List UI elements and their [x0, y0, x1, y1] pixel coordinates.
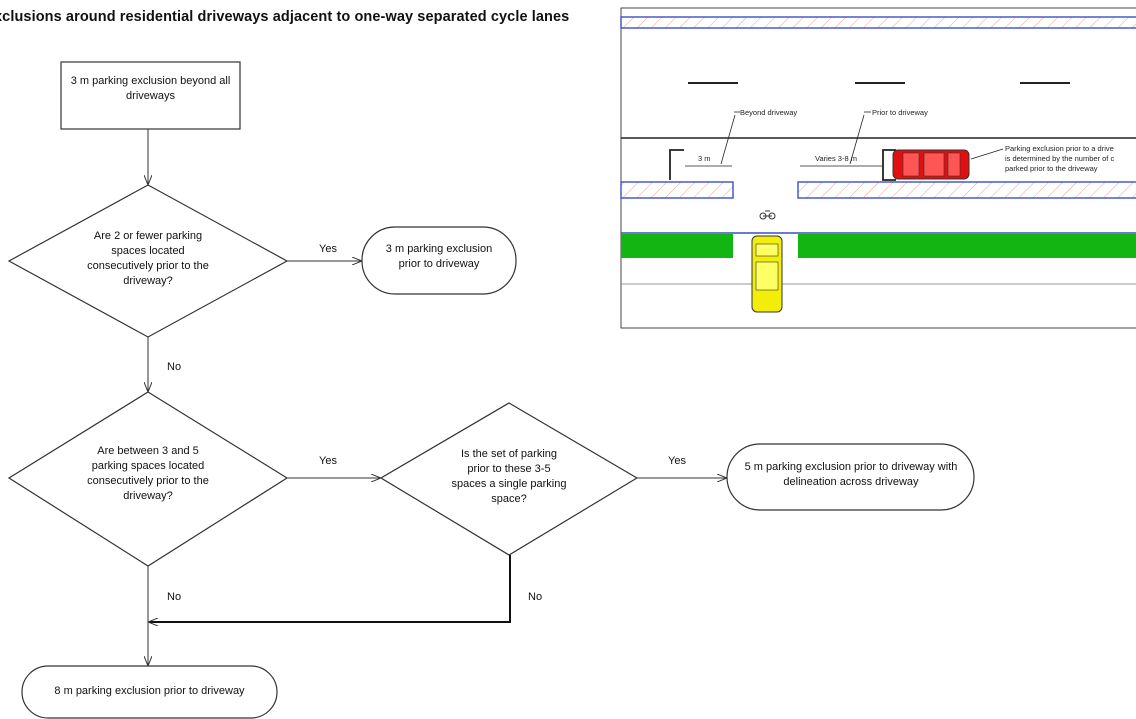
- note-line-1: Parking exclusion prior to a drive: [1005, 144, 1114, 153]
- bicycle-icon: [759, 210, 776, 220]
- road-diagram: Beyond driveway Prior to driveway 3 m Va…: [620, 7, 1136, 329]
- start-text: 3 m parking exclusion beyond all drivewa…: [70, 75, 231, 102]
- r2-text: 5 m parking exclusion prior to driveway …: [744, 461, 958, 488]
- q3-text: Is the set of parking prior to these 3-5…: [451, 448, 567, 505]
- result-3m-box: [361, 226, 517, 295]
- page-title: xclusions around residential driveways a…: [0, 9, 570, 25]
- arrow-q3-no: [149, 555, 511, 622]
- r1-text: 3 m parking exclusion prior to driveway: [385, 243, 493, 270]
- q2-text: Are between 3 and 5 parking spaces locat…: [87, 445, 209, 502]
- result-8m-box: [21, 665, 278, 719]
- red-car-icon: [892, 149, 970, 180]
- no-label-q3: No: [528, 591, 543, 603]
- label-dim-varies: Varies 3-8 m: [815, 154, 857, 163]
- label-prior-to-driveway: Prior to driveway: [872, 108, 928, 117]
- yes-label-q3: Yes: [668, 455, 686, 467]
- q1-text: Are 2 or fewer parking spaces located co…: [87, 230, 209, 287]
- note-line-2: is determined by the number of c: [1005, 154, 1114, 163]
- no-label-q1: No: [167, 361, 182, 373]
- note-line-3: parked prior to the driveway: [1005, 164, 1098, 173]
- result-5m-box: [726, 443, 975, 511]
- start-box: [60, 61, 241, 130]
- label-dim-3m: 3 m: [698, 154, 711, 163]
- label-beyond-driveway: Beyond driveway: [740, 108, 797, 117]
- no-label-q2: No: [167, 591, 182, 603]
- yellow-car-icon: [751, 235, 783, 313]
- yes-label-q2: Yes: [319, 455, 337, 467]
- r3-text: 8 m parking exclusion prior to driveway: [54, 685, 245, 697]
- yes-label-q1: Yes: [319, 243, 337, 255]
